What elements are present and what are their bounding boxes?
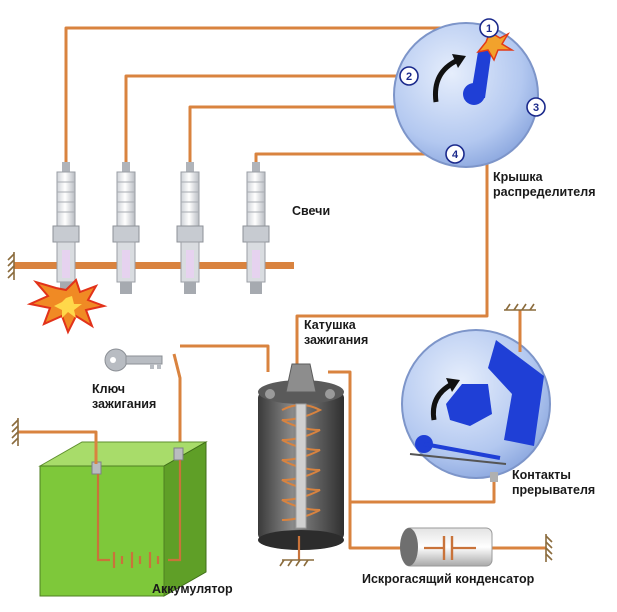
ground-hatch-coil xyxy=(279,559,314,567)
wire-terminal-2 xyxy=(124,74,400,165)
ignition-switch-wire xyxy=(172,344,270,446)
spark-plug-3 xyxy=(176,162,204,294)
spark-plug-4 xyxy=(242,162,270,294)
svg-text:2: 2 xyxy=(406,71,412,83)
ground-hatch-left xyxy=(7,252,15,280)
svg-text:4: 4 xyxy=(452,149,459,161)
cam-rotation-arrow-icon xyxy=(430,381,454,421)
wire-terminal-1 xyxy=(64,26,482,165)
distributor-spark-icon xyxy=(476,30,515,62)
terminal-3: 3 xyxy=(526,97,546,117)
svg-text:3: 3 xyxy=(533,102,539,114)
ground-hatch-breaker xyxy=(504,303,536,311)
terminal-1: 1 xyxy=(479,18,499,38)
ground-hatch-battery xyxy=(11,418,19,446)
wire-terminal-4 xyxy=(254,152,446,165)
breaker-arm xyxy=(488,340,544,446)
label-breaker-contacts: Контакты прерывателя xyxy=(512,468,596,497)
terminal-2: 2 xyxy=(399,66,419,86)
terminal-4: 4 xyxy=(445,144,465,164)
battery-terminal-positive xyxy=(173,447,184,461)
ignition-key xyxy=(104,348,163,372)
label-ignition-coil: Катушка зажигания xyxy=(304,318,369,347)
label-spark-plugs: Свечи xyxy=(292,204,331,218)
breaker-assembly xyxy=(401,329,551,482)
label-ignition-key: Ключ зажигания xyxy=(92,382,157,411)
label-distributor-cap: Крышка распределителя xyxy=(493,170,596,199)
breaker-cam xyxy=(446,384,492,426)
spark-suppression-capacitor xyxy=(400,527,493,567)
ground-hatch-capacitor xyxy=(545,534,553,562)
wire-to-capacitor xyxy=(348,502,404,550)
battery xyxy=(38,441,208,597)
wire-coil-to-distributor xyxy=(295,160,489,370)
engine-ground-rail xyxy=(14,262,294,269)
svg-text:1: 1 xyxy=(486,23,492,35)
spark-plugs xyxy=(7,162,294,335)
spark-plug-1 xyxy=(52,162,80,294)
label-battery: Аккумулятор xyxy=(152,582,233,596)
distributor-cap: 1 2 3 4 xyxy=(393,18,546,168)
label-capacitor: Искрогасящий конденсатор xyxy=(362,572,535,586)
rotation-arrow-icon xyxy=(432,57,460,103)
ignition-coil xyxy=(258,363,344,560)
spark-plug-2 xyxy=(112,162,140,294)
battery-ground-wire xyxy=(18,430,98,464)
coil-windings xyxy=(281,404,323,521)
